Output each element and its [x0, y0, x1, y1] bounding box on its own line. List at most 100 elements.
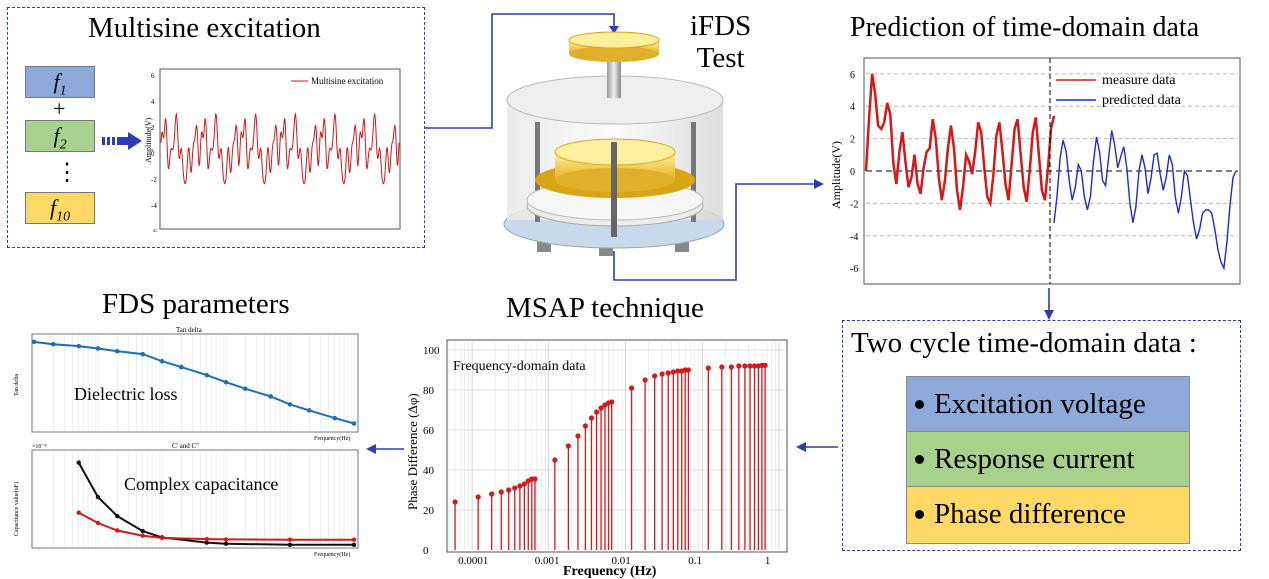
- msap-point: [719, 364, 725, 370]
- prediction-plot: measure data predicted data Amplitude(V)…: [829, 57, 1241, 285]
- c-prime-marker: [140, 528, 145, 534]
- left-arrow-icon-2: [366, 444, 404, 454]
- bullet-icon: [915, 399, 924, 409]
- ifds-title-line2: Test: [696, 42, 745, 74]
- c-double-prime-marker: [204, 536, 209, 542]
- c-double-prime-marker: [287, 537, 293, 542]
- capacitance-markers: [76, 460, 357, 548]
- c-prime-marker: [287, 542, 293, 548]
- c-double-prime-marker: [115, 528, 120, 533]
- msap-point: [751, 363, 758, 369]
- fds-plot: Tan delta Tan delta Frequency(Hz) Dielec…: [13, 326, 359, 558]
- msap-point: [728, 364, 734, 370]
- msap-ylabel: Phase Difference (Δφ): [405, 393, 420, 510]
- msap-y-tick-label: 0: [423, 545, 429, 557]
- c-prime-marker: [223, 541, 229, 546]
- msap-point: [512, 485, 518, 491]
- c-double-prime-marker: [140, 533, 145, 538]
- multisine-tick-label: 2: [151, 124, 155, 132]
- f10-label: f10: [49, 195, 71, 225]
- connector-arrow-icon-2: [613, 179, 824, 281]
- msap-point: [575, 433, 581, 439]
- multisine-plot: Multisine excitation Amplitude(V) 6420-2…: [144, 68, 401, 232]
- msap-x-tick-label: 0.1: [688, 555, 702, 567]
- c-prime-marker: [351, 542, 357, 548]
- msap-point: [489, 491, 495, 497]
- msap-x-tick-label: 0.01: [612, 555, 631, 567]
- prediction-tick-label: 6: [850, 70, 855, 81]
- msap-point: [517, 483, 523, 489]
- msap-point: [588, 415, 595, 421]
- tan-delta-marker: [306, 408, 312, 413]
- tan-title: Tan delta: [176, 326, 203, 334]
- tan-delta-marker: [31, 339, 37, 345]
- tan-grid: [33, 335, 352, 431]
- multisine-title: Multisine excitation: [88, 12, 321, 44]
- tan-delta-marker: [114, 348, 120, 354]
- msap-point: [475, 494, 481, 500]
- tan-delta-marker: [76, 343, 82, 349]
- tan-delta-marker: [332, 415, 338, 421]
- fds-title: FDS parameters: [102, 288, 290, 320]
- multisine-tick-label: -2: [151, 176, 157, 184]
- tan-delta-marker: [223, 379, 229, 385]
- cap-ylabel: Capacitance value(uF): [13, 482, 20, 536]
- f2-box: f2: [25, 120, 95, 152]
- tan-xlabel: Frequency(Hz): [314, 435, 350, 442]
- tan-delta-marker: [95, 346, 101, 351]
- multisine-tick-label: -4: [151, 202, 157, 210]
- tan-delta-marker: [140, 351, 146, 357]
- c-prime-marker: [204, 540, 209, 545]
- item-phase-difference: Phase difference: [906, 486, 1190, 544]
- prediction-tick-label: 2: [850, 135, 855, 146]
- multisine-tick-label: 0: [151, 150, 155, 158]
- msap-y-tick-label: 40: [423, 465, 435, 477]
- msap-y-tick-label: 80: [423, 385, 435, 397]
- msap-point: [675, 368, 681, 374]
- predicted-data-line: [1053, 130, 1237, 271]
- tan-delta-markers: [31, 339, 357, 426]
- msap-point: [685, 367, 691, 373]
- bullet-icon: [915, 509, 924, 519]
- c-double-prime-marker: [159, 535, 165, 541]
- msap-point: [762, 362, 768, 368]
- msap-point: [498, 489, 504, 495]
- cap-grid: [33, 451, 352, 547]
- msap-point: [552, 457, 558, 463]
- connector-arrow-icon: [425, 13, 619, 129]
- msap-point: [652, 373, 658, 379]
- multisine-ticks: 6 4 2 0 -2 -4 -6: [151, 72, 157, 232]
- item-excitation-voltage: Excitation voltage: [906, 376, 1190, 432]
- tan-delta-marker: [242, 386, 248, 392]
- msap-point: [670, 369, 676, 375]
- c-prime-marker: [115, 513, 120, 519]
- multisine-tick-label: -6: [151, 228, 157, 232]
- f1-box: f1: [25, 66, 95, 98]
- msap-xlabel: Frequency (Hz): [563, 564, 657, 578]
- tan-delta-marker: [351, 421, 357, 426]
- f2-label: f2: [53, 123, 67, 153]
- multisine-tick-label: 6: [151, 72, 155, 80]
- msap-point: [705, 365, 711, 371]
- legend-measure: measure data: [1102, 73, 1176, 88]
- multisine-tick-label: 4: [151, 98, 155, 106]
- prediction-tick-label: -6: [850, 264, 858, 275]
- f10-box: f10: [25, 192, 95, 224]
- msap-point: [594, 409, 600, 415]
- two-cycle-title: Two cycle time-domain data :: [851, 327, 1197, 359]
- c-prime-marker: [76, 460, 81, 465]
- plus-sign: +: [53, 96, 66, 121]
- msap-point: [659, 371, 665, 377]
- ifds-test-cell-illustration: [503, 31, 725, 256]
- item-label: Response current: [934, 443, 1135, 475]
- c-double-prime-marker: [351, 537, 357, 542]
- msap-point: [747, 363, 753, 369]
- msap-x-tick-label: 0.001: [535, 555, 560, 567]
- cap-exp: ×10⁻⁸: [32, 444, 47, 450]
- tan-delta-marker: [159, 358, 165, 364]
- msap-point: [506, 487, 512, 493]
- prediction-title: Prediction of time-domain data: [850, 12, 1200, 43]
- cap-annotation: Complex capacitance: [124, 474, 278, 494]
- msap-point: [582, 423, 588, 429]
- msap-y-tick-label: 60: [423, 425, 435, 437]
